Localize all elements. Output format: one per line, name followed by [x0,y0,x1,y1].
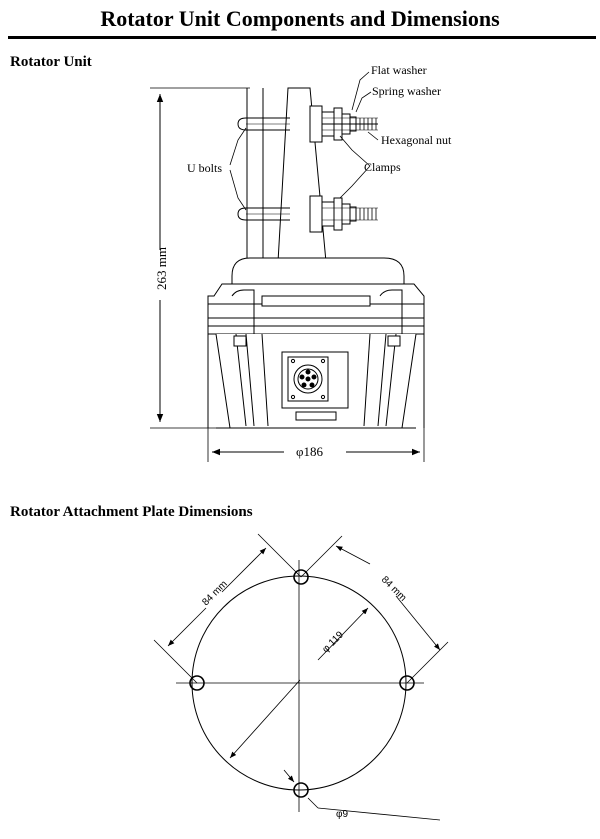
center-lines [176,560,424,812]
rotator-top-cap [231,257,405,285]
clamp-bottom [309,195,378,233]
mounting-holes [189,569,415,798]
u-bolt-bottom [237,207,290,221]
page-title: Rotator Unit Components and Dimensions [100,6,500,31]
u-bolts-label: U bolts [187,161,222,175]
clamps-label: Clamps [364,160,401,174]
bolt-circle-diameter-label: φ 119 [320,629,346,655]
spring-washer-label: Spring washer [372,84,441,98]
diameter-dimension-label: φ186 [296,444,324,459]
rotator-unit-heading: Rotator Unit [10,54,92,70]
hole-spacing-left-label: 84 mm [200,579,229,608]
hole-spacing-dimension-left [153,533,302,684]
attachment-plate-drawing [153,533,449,821]
clamp-top [309,105,378,143]
diameter-dimension-line [207,428,425,462]
height-dimension-line [150,87,250,429]
circle-diameter-dimension [229,607,369,759]
connector-panel [281,351,349,421]
title-rule [8,36,596,39]
hexagonal-nut-label: Hexagonal nut [381,133,452,147]
flat-washer-label: Flat washer [371,63,427,77]
hole-spacing-dimension-right [300,535,449,684]
rotator-upper-housing [207,283,425,335]
hole-diameter-label: φ9 [336,809,348,820]
height-dimension-label: 263 mm [154,247,169,290]
rotator-unit-drawing [150,71,425,462]
u-bolt-top [237,117,290,131]
attachment-plate-heading: Rotator Attachment Plate Dimensions [10,504,253,520]
hole-spacing-right-label: 84 mm [379,574,408,603]
leader-lines [229,71,379,211]
hole-diameter-leader [283,769,441,821]
mast-pipe [246,88,264,262]
